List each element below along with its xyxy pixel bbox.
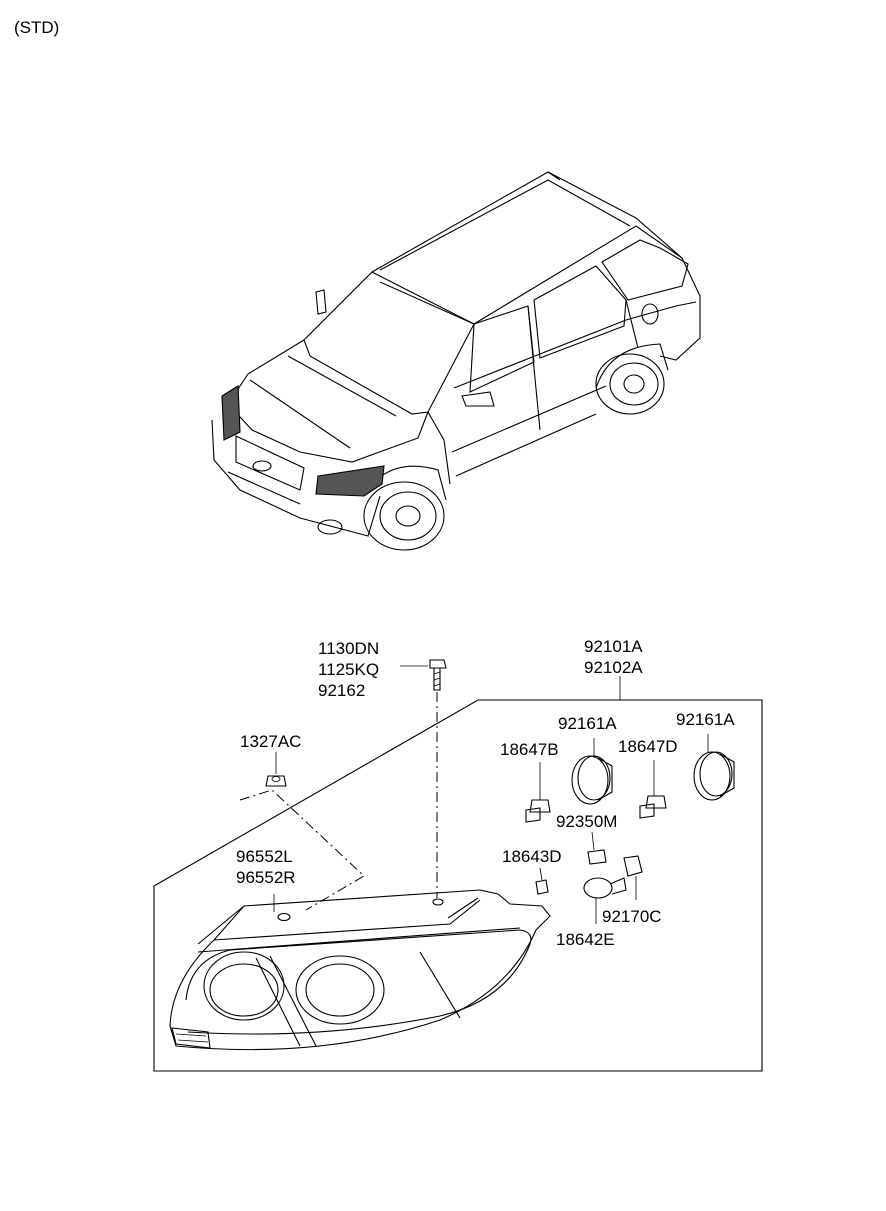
label-96552l: 96552L xyxy=(236,847,293,866)
socket-cap-left xyxy=(571,738,613,805)
label-18642e: 18642E xyxy=(556,930,615,949)
side-reflector xyxy=(171,1027,211,1049)
socket-92350m xyxy=(587,831,607,865)
label-1125kq: 1125KQ xyxy=(318,660,379,679)
socket-92170c xyxy=(623,855,643,900)
headlamp-assembly xyxy=(169,889,551,1051)
socket-cap-right xyxy=(693,734,735,801)
screw-part xyxy=(400,659,447,898)
part-labels: 1130DN 1125KQ 92162 1327AC 96552L 96552R… xyxy=(236,637,735,949)
side-mirror xyxy=(461,391,495,407)
hood xyxy=(227,339,429,463)
rear-wheel xyxy=(595,353,665,415)
label-92101a: 92101A xyxy=(584,637,643,656)
label-18647b: 18647B xyxy=(500,740,559,759)
vehicle-headlamp-left xyxy=(221,385,241,441)
nut-part xyxy=(239,752,365,911)
label-92170c: 92170C xyxy=(602,907,662,926)
label-92102a: 92102A xyxy=(584,658,643,677)
label-92161a-right: 92161A xyxy=(676,710,735,729)
variant-label: (STD) xyxy=(14,18,59,37)
label-1130dn: 1130DN xyxy=(318,639,379,658)
windshield xyxy=(303,271,475,415)
assembly-frame xyxy=(153,699,763,1072)
label-92161a-left: 92161A xyxy=(558,714,617,733)
bulb-18647b xyxy=(525,762,551,823)
side-window-rear xyxy=(533,265,627,359)
bulb-18642e xyxy=(583,877,627,924)
grille xyxy=(235,435,305,491)
label-18647d: 18647D xyxy=(618,737,678,756)
side-window-quarter xyxy=(601,239,689,301)
label-1327ac: 1327AC xyxy=(240,732,301,751)
vehicle-headlamp-right xyxy=(315,465,385,497)
side-window-front xyxy=(469,305,535,393)
label-96552r: 96552R xyxy=(236,868,296,887)
label-18643d: 18643D xyxy=(502,847,562,866)
vehicle-illustration xyxy=(211,171,701,551)
label-92350m: 92350M xyxy=(556,812,617,831)
bulb-18643d xyxy=(535,867,549,895)
label-92162: 92162 xyxy=(318,681,365,700)
front-wheel xyxy=(363,481,445,551)
bulb-18647d xyxy=(639,760,667,819)
